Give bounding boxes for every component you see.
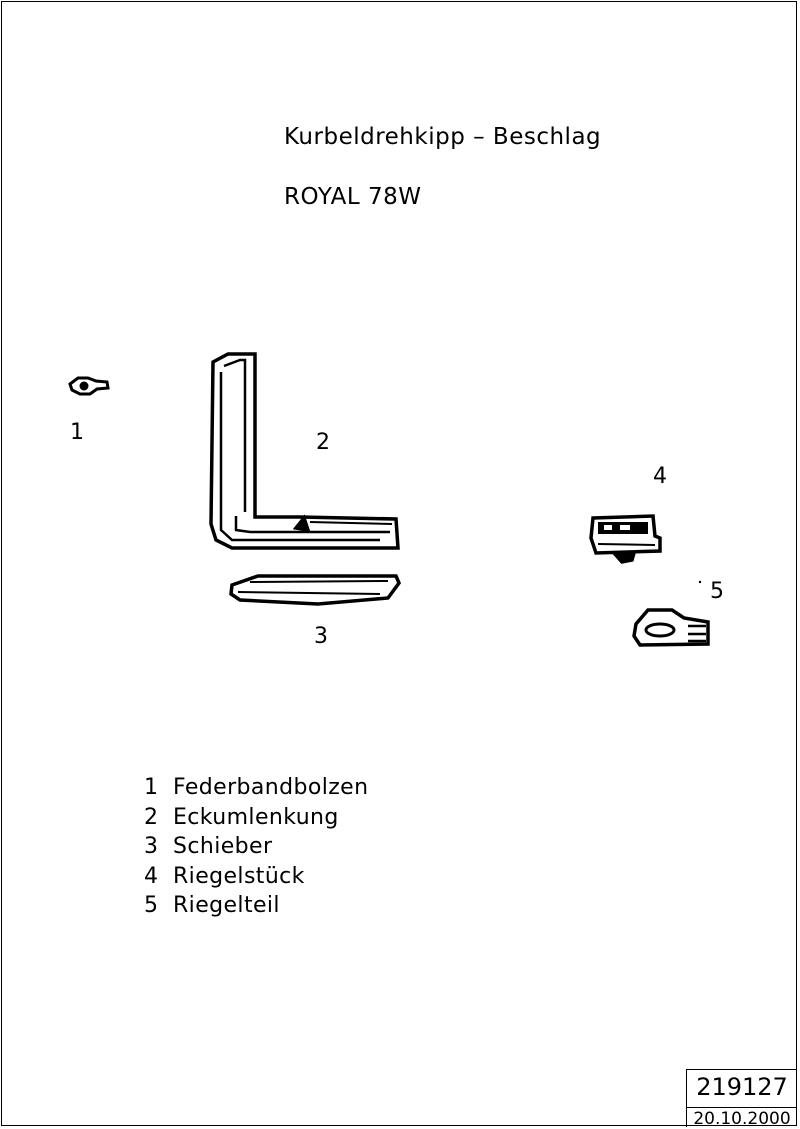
part-2-corner-drive: [209, 352, 400, 550]
legend-item: 1 Federbandbolzen: [144, 773, 368, 803]
part-3-slider: [229, 574, 402, 606]
part-4-locking-piece: [589, 514, 662, 564]
parts-legend: 1 Federbandbolzen 2 Eckumlenkung 3 Schie…: [144, 773, 368, 921]
legend-label: Schieber: [173, 834, 273, 859]
legend-number: 2: [144, 804, 159, 830]
legend-label: Federbandbolzen: [173, 775, 369, 800]
legend-number: 5: [144, 893, 159, 918]
legend-label: Riegelstück: [173, 863, 305, 889]
callout-1: 1: [70, 420, 84, 445]
legend-item: 2 Eckumlenkung: [144, 803, 368, 833]
legend-item: 5 Riegelteil: [144, 891, 368, 921]
drawing-subtitle: ROYAL 78W: [284, 184, 422, 210]
legend-number: 3: [144, 834, 159, 859]
legend-label: Eckumlenkung: [173, 804, 339, 830]
callout-4: 4: [653, 464, 667, 489]
title-block: 219127 20.10.2000: [686, 1069, 797, 1129]
legend-number: 4: [144, 863, 159, 889]
legend-label: Riegelteil: [173, 893, 280, 918]
legend-item: 4 Riegelstück: [144, 862, 368, 892]
callout-2: 2: [316, 430, 330, 455]
drawing-date: 20.10.2000: [687, 1107, 797, 1129]
callout-5: 5: [710, 579, 724, 604]
drawing-title: Kurbeldrehkipp – Beschlag: [284, 124, 602, 150]
legend-number: 1: [144, 775, 159, 800]
callout-3: 3: [314, 624, 328, 649]
drawing-number: 219127: [696, 1073, 788, 1101]
part-5-bolt-part: [632, 580, 710, 647]
part-1-bolt: [68, 376, 110, 396]
legend-item: 3 Schieber: [144, 832, 368, 862]
